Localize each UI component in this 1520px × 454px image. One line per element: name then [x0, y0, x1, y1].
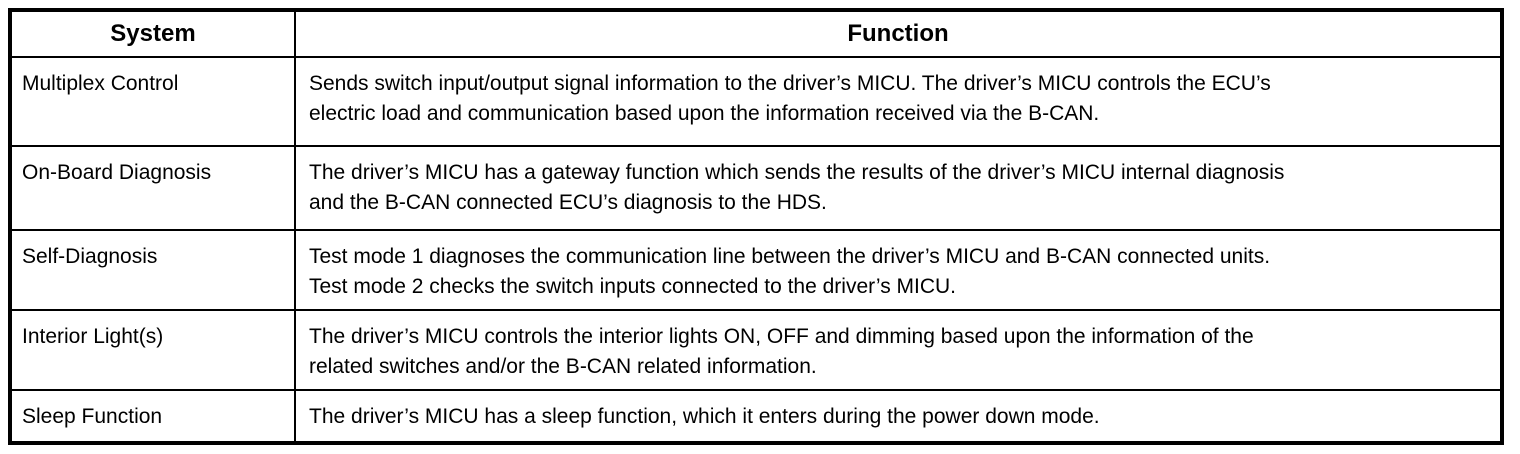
function-cell: The driver’s MICU controls the interior …: [294, 309, 1503, 391]
function-cell: The driver’s MICU has a gateway function…: [294, 145, 1503, 231]
system-cell: Self-Diagnosis: [9, 229, 296, 311]
table-row: Interior Light(s) The driver’s MICU cont…: [9, 309, 1503, 391]
function-cell: Sends switch input/output signal informa…: [294, 56, 1503, 147]
system-cell: On-Board Diagnosis: [9, 145, 296, 231]
table-row: Self-Diagnosis Test mode 1 diagnoses the…: [9, 229, 1503, 311]
system-function-table: System Function Multiplex Control Sends …: [8, 8, 1504, 445]
system-cell: Sleep Function: [9, 389, 296, 444]
column-header-function: Function: [294, 9, 1503, 58]
table-row: Multiplex Control Sends switch input/out…: [9, 56, 1503, 147]
function-cell: Test mode 1 diagnoses the communication …: [294, 229, 1503, 311]
function-cell: The driver’s MICU has a sleep function, …: [294, 389, 1503, 444]
table-row: Sleep Function The driver’s MICU has a s…: [9, 389, 1503, 444]
column-header-system: System: [9, 9, 296, 58]
table-row: On-Board Diagnosis The driver’s MICU has…: [9, 145, 1503, 231]
system-cell: Interior Light(s): [9, 309, 296, 391]
system-cell: Multiplex Control: [9, 56, 296, 147]
header-row: System Function: [9, 9, 1503, 58]
